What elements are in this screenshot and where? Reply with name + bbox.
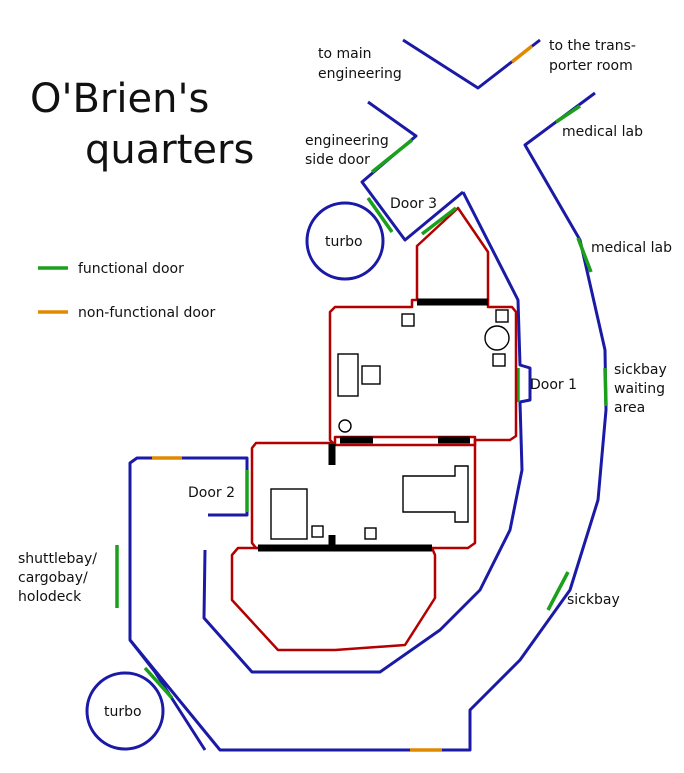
furniture-desk [337, 353, 359, 397]
turbo-top-shaft [305, 201, 385, 281]
door-sickbay-waiting [603, 367, 608, 407]
furniture-box-1 [401, 313, 415, 327]
label-door-1: Door 1 [530, 377, 577, 393]
label-main-eng-1: to main [318, 46, 371, 62]
label-sickbay-waiting-1: sickbay [614, 362, 667, 378]
label-shuttle-1: shuttlebay/ [18, 551, 97, 567]
furniture-box-2 [495, 309, 509, 323]
door-medical-lab-2 [576, 237, 593, 273]
furniture-bed [270, 488, 308, 540]
label-shuttle-2: cargobay/ [18, 570, 88, 586]
turbo-top-label: turbo [325, 234, 363, 250]
door-medical-lab-1 [555, 104, 581, 124]
corridor-top-v [402, 38, 541, 90]
label-door-2: Door 2 [188, 485, 235, 501]
door-transporter [510, 44, 534, 64]
door-eng-side [370, 138, 414, 174]
room-bottom [230, 546, 437, 652]
door-turbo-top [366, 196, 394, 234]
title-line-1: O'Brien's [30, 76, 209, 122]
corridor-turbo-bottom [128, 639, 207, 751]
door-sickbay [546, 571, 570, 611]
furniture-box-4 [311, 525, 324, 538]
legend-nonfunctional-label: non-functional door [78, 305, 215, 321]
label-medical-lab-1: medical lab [562, 124, 643, 140]
label-sickbay-waiting-3: area [614, 400, 645, 416]
furniture-box-3 [492, 353, 506, 367]
furniture-round-table [484, 325, 510, 351]
label-sickbay-waiting-2: waiting [614, 381, 665, 397]
door-turbo-bottom [143, 666, 174, 700]
furniture-box-5 [364, 527, 377, 540]
furniture-plant [338, 419, 352, 433]
label-shuttle-3: holodeck [18, 589, 82, 605]
turbo-bottom-shaft [85, 671, 165, 751]
furniture-chair [361, 365, 381, 385]
label-main-eng-2: engineering [318, 66, 402, 82]
turbo-bottom-label: turbo [104, 704, 142, 720]
label-eng-side-1: engineering [305, 133, 389, 149]
room-top-alcove [415, 206, 490, 302]
label-sickbay: sickbay [567, 592, 620, 608]
corridor-eng-side [360, 100, 464, 242]
label-door-3: Door 3 [390, 196, 437, 212]
label-eng-side-2: side door [305, 152, 370, 168]
label-transporter-1: to the trans- [549, 38, 636, 54]
legend-functional-label: functional door [78, 261, 184, 277]
label-transporter-2: porter room [549, 58, 633, 74]
title-line-2: quarters [85, 127, 254, 173]
room-lower [250, 435, 477, 550]
corridor-inner-wall [202, 191, 532, 674]
label-medical-lab-2: medical lab [591, 240, 672, 256]
furniture-couch [402, 465, 469, 523]
door-3 [420, 206, 458, 236]
